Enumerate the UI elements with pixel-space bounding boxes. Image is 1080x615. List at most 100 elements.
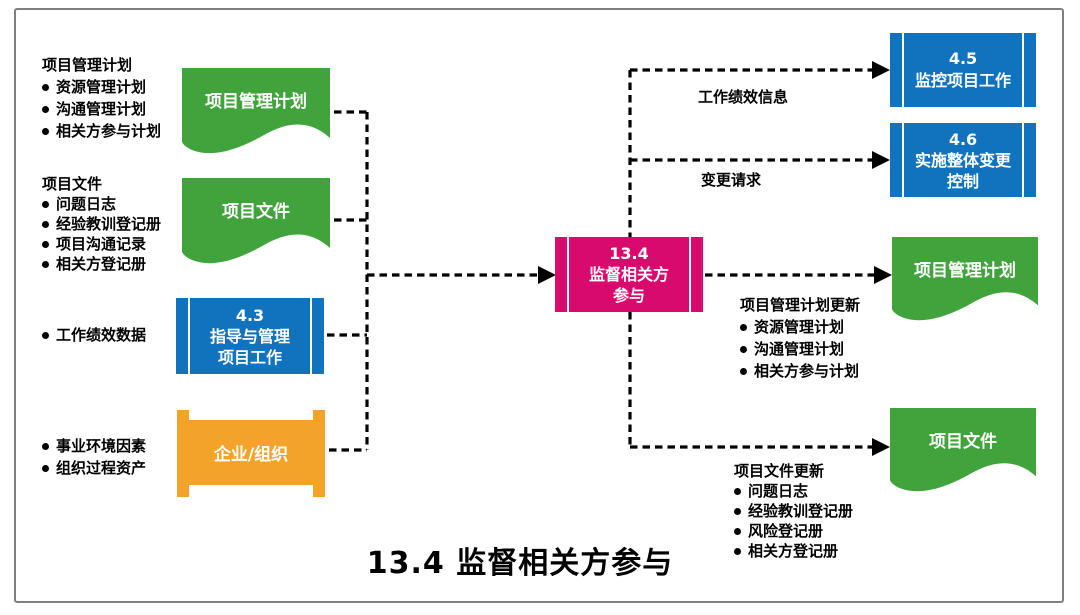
list-item: 资源管理计划 [740,316,860,338]
bullet-dot-icon [42,464,49,472]
list-item-label: 风险登记册 [748,522,824,540]
doc-shape-project-docs-left: 项目文件 [182,178,330,266]
list-item-label: 相关方参与计划 [754,362,860,380]
input-list-org: 事业环境因素 组织过程资产 [42,435,146,479]
doc-label: 项目文件 [222,201,290,222]
list-item-label: 问题日志 [748,482,809,500]
document-wave-icon [182,178,330,264]
list-item: 沟通管理计划 [42,98,161,120]
list-item-label: 资源管理计划 [754,318,845,336]
bullet-dot-icon [42,200,49,208]
doc-label: 项目文件 [929,431,997,452]
list-item-label: 沟通管理计划 [56,100,147,118]
document-wave-icon [892,237,1038,321]
org-label: 企业/组织 [213,445,289,465]
process-box-13-4-center: 13.4 监督相关方 参与 [555,237,703,312]
bullet-dot-icon [740,345,747,353]
label-change-requests: 变更请求 [701,171,762,189]
diagram-border [14,8,1064,603]
list-item-label: 经验教训登记册 [748,502,854,520]
bullet-dot-icon [734,507,741,515]
org-side-bar [177,410,189,497]
bullet-list: 事业环境因素 组织过程资产 [42,435,146,479]
bullet-list: 资源管理计划 沟通管理计划 相关方参与计划 [740,316,860,382]
bullet-dot-icon [734,547,741,555]
bullet-dot-icon [42,240,49,248]
document-wave-icon [182,68,330,154]
process-name-line: 监控项目工作 [914,71,1011,90]
bullet-dot-icon [42,220,49,228]
org-shape: 企业/组织 [177,410,325,497]
doc-label: 项目管理计划 [205,91,307,112]
arrowhead-project-docs [872,438,890,456]
list-item-label: 相关方参与计划 [56,122,162,140]
list-item: 事业环境因素 [42,435,146,457]
process-number: 4.3 [235,305,265,325]
process-name-line: 指导与管理 [209,326,290,346]
output-list-header: 项目管理计划更新 [740,296,861,314]
bullet-dot-icon [42,105,49,113]
document-wave-icon [890,408,1036,492]
process-name-line: 监督相关方 [588,265,669,284]
process-number: 4.5 [948,49,978,68]
list-item: 沟通管理计划 [740,338,860,360]
bullet-list: 问题日志 经验教训登记册 项目沟通记录 相关方登记册 [42,194,161,274]
input-list-project-docs: 项目文件 问题日志 经验教训登记册 项目沟通记录 相关方登记册 [42,174,161,274]
input-list-work-perf-data: 工作绩效数据 [42,325,146,345]
process-number: 13.4 [609,244,649,263]
input-list-header: 项目文件 [42,175,103,193]
process-name-line: 参与 [612,286,645,305]
list-item-label: 问题日志 [56,195,117,213]
process-name-line: 项目工作 [217,347,282,367]
bullet-dot-icon [734,527,741,535]
list-item: 资源管理计划 [42,76,161,98]
output-list-project-docs-updates: 项目文件更新 问题日志 经验教训登记册 风险登记册 相关方登记册 [734,461,853,561]
doc-shape-pm-plan-left: 项目管理计划 [182,68,330,156]
org-body: 企业/组织 [189,420,313,485]
list-item-label: 工作绩效数据 [56,326,147,344]
bullet-dot-icon [42,127,49,135]
list-item-label: 沟通管理计划 [754,340,845,358]
arrowhead-45 [872,61,890,79]
list-item-label: 项目沟通记录 [56,235,147,253]
bullet-list: 资源管理计划 沟通管理计划 相关方参与计划 [42,76,161,142]
list-item: 相关方参与计划 [740,360,860,382]
bullet-list: 问题日志 经验教训登记册 风险登记册 相关方登记册 [734,481,853,561]
list-item: 经验教训登记册 [734,501,853,521]
process-name-line: 实施整体变更 [914,150,1011,170]
doc-shape-project-docs-right: 项目文件 [890,408,1036,494]
arrowhead-46 [872,151,890,169]
list-item: 工作绩效数据 [42,325,146,345]
list-item: 经验教训登记册 [42,214,161,234]
input-list-pm-plan: 项目管理计划 资源管理计划 沟通管理计划 相关方参与计划 [42,54,161,142]
process-box-4-5: 4.5 监控项目工作 [890,33,1036,107]
doc-label: 项目管理计划 [914,260,1016,281]
list-item: 相关方登记册 [42,254,161,274]
list-item: 问题日志 [42,194,161,214]
list-item: 项目沟通记录 [42,234,161,254]
doc-shape-pm-plan-right: 项目管理计划 [892,237,1038,323]
list-item-label: 资源管理计划 [56,78,147,96]
bullet-dot-icon [42,260,49,268]
bullet-dot-icon [740,367,747,375]
bullet-dot-icon [734,487,741,495]
list-item-label: 事业环境因素 [56,437,147,455]
bullet-dot-icon [740,323,747,331]
bullet-dot-icon [42,331,49,339]
process-number: 4.6 [948,129,978,149]
process-name-line: 控制 [946,171,979,191]
org-side-bar [313,410,325,497]
output-list-pm-plan-updates: 项目管理计划更新 资源管理计划 沟通管理计划 相关方参与计划 [740,294,860,382]
arrowhead-center [538,266,556,284]
arrowhead-pm-plan [874,266,892,284]
diagram-title: 13.4 监督相关方参与 [366,546,674,581]
list-item-label: 相关方登记册 [56,255,147,273]
list-item: 风险登记册 [734,521,853,541]
list-item-label: 组织过程资产 [56,459,147,477]
list-item: 问题日志 [734,481,853,501]
process-box-4-3: 4.3 指导与管理 项目工作 [176,298,324,374]
list-item-label: 相关方登记册 [748,542,839,560]
list-item: 组织过程资产 [42,457,146,479]
